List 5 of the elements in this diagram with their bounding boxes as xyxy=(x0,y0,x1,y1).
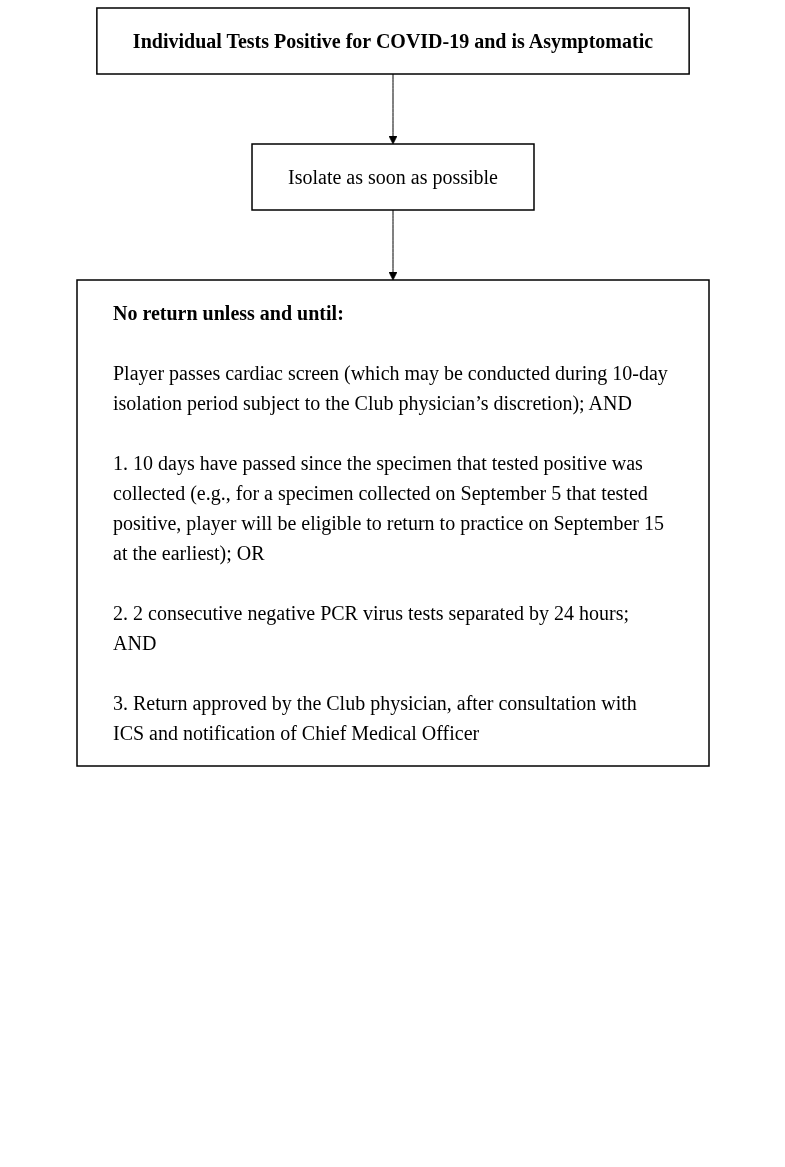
node-box: No return unless and until: Player passes cardiac screen (which may be conducted during 10-day isolation period subject to the Club physician’s discretion); AND 1. 10 days have passed since the specimen that tested positive was collected (e.g., for a specimen collected on September 5 that tested positive, player will be eligible to return to practice on September 15 at the earliest); OR 2. 2 consecutive negative PCR virus tests separated by 24 hours; AND 3. Return approved by the Club physician, after consultation with ICS and notification of Chief Medical Officer xyxy=(75,279,710,767)
arrow xyxy=(388,209,397,281)
arrow xyxy=(388,73,397,145)
node-box: Individual Tests Positive for COVID-19 and is Asymptomatic xyxy=(95,7,690,75)
node-box: Isolate as soon as possible xyxy=(250,143,535,211)
